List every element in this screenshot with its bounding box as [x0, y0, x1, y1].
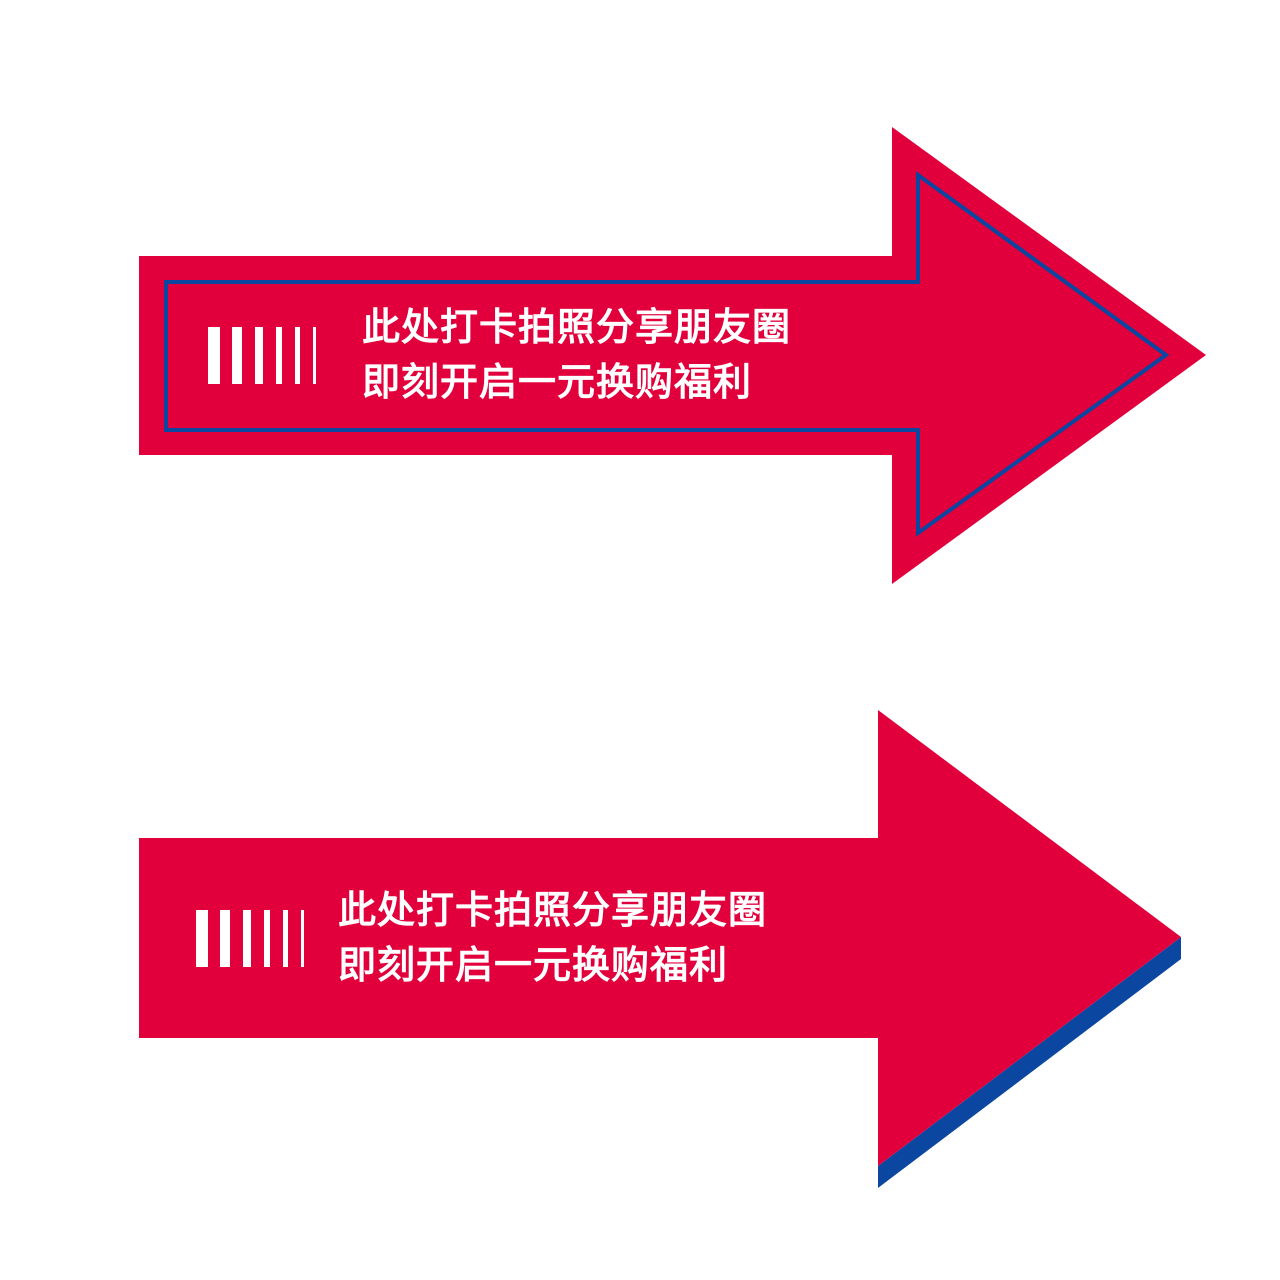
sign-subline: 即刻开启一元换购福利 [362, 360, 753, 404]
sign-message: 此处打卡拍照分享朋友圈 即刻开启一元换购福利 [362, 300, 791, 410]
sign-headline: 此处打卡拍照分享朋友圈 [362, 305, 792, 349]
sign-message: 此处打卡拍照分享朋友圈 即刻开启一元换购福利 [338, 883, 767, 993]
sign-subline: 即刻开启一元换购福利 [338, 943, 729, 987]
sign-headline: 此处打卡拍照分享朋友圈 [338, 888, 768, 932]
